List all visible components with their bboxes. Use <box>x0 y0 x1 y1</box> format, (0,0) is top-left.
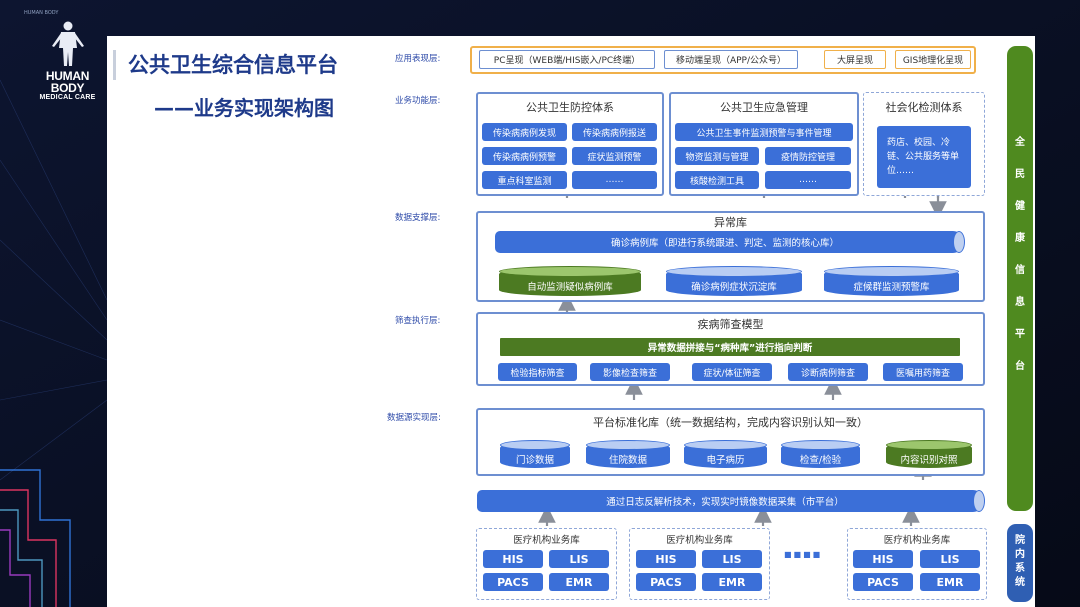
prevention-item-5: 重点科室监测 <box>482 171 567 189</box>
national-char-6: 息 <box>1015 297 1025 308</box>
source-db-4-label: 检查/检验 <box>799 455 842 466</box>
hospital-ellipsis-dots: ■■■■ <box>784 550 823 559</box>
title-decoration <box>113 50 116 80</box>
confirmed-db-cap <box>953 231 965 253</box>
emergency-item-1: 物资监测与管理 <box>675 147 759 165</box>
prevention-item-1: 传染病病例发现 <box>482 123 567 141</box>
screening-item-3: 症状/体征筛查 <box>692 363 772 381</box>
national-char-3: 健 <box>1015 201 1025 212</box>
national-char-4: 康 <box>1015 233 1025 244</box>
hospital-3-lis: LIS <box>920 550 980 568</box>
social-item: 药店、校园、冷链、公共服务等单位…… <box>877 126 971 188</box>
source-db-5-top <box>886 440 972 450</box>
confirmed-db-cylinder <box>495 231 964 253</box>
hospital-char-2: 内 <box>1015 549 1025 560</box>
national-health-platform-bar: 全 民 健 康 信 息 平 台 <box>1007 46 1033 511</box>
screening-item-5: 医嘱用药筛查 <box>883 363 963 381</box>
brand-line2: MEDICAL CARE <box>39 94 96 101</box>
hospital-2-his: HIS <box>636 550 696 568</box>
brand-logo: HUMAN BODY HUMAN BODY MEDICAL CARE <box>24 10 105 102</box>
source-db-1-label: 门诊数据 <box>515 455 554 466</box>
screening-green-bar: 异常数据拼接与“病种库”进行指向判断 <box>500 338 960 356</box>
app-bigscreen-chip: 大屏呈现 <box>824 50 886 69</box>
symptom-db-top <box>666 266 802 277</box>
hospital-group-1-label: 医疗机构业务库 <box>513 535 580 546</box>
slide-subtitle: ——业务实现架构图 <box>154 96 334 120</box>
symptom-db-label: 确诊病例症状沉淀库 <box>691 282 777 293</box>
slide-canvas: 公共卫生综合信息平台 ——业务实现架构图 <box>107 36 1035 607</box>
hospital-2-lis: LIS <box>702 550 762 568</box>
prevention-item-4: 症状监测预警 <box>572 147 657 165</box>
prevention-system-title: 公共卫生防控体系 <box>526 101 614 114</box>
source-db-4-top <box>781 440 860 450</box>
auto-db-top <box>499 266 641 277</box>
hospital-1-lis: LIS <box>549 550 609 568</box>
emergency-item-4: …… <box>765 171 851 189</box>
emergency-item-2: 疫情防控管理 <box>765 147 851 165</box>
collect-bar-label: 通过日志反解析技术，实现实时镜像数据采集（市平台） <box>606 497 844 508</box>
layer-label-business: 业务功能层: <box>395 96 441 106</box>
hospital-1-emr: EMR <box>549 573 609 591</box>
layer-label-screening: 筛查执行层: <box>395 316 441 326</box>
social-system-title: 社会化检测体系 <box>885 101 963 114</box>
confirmed-db-label: 确诊病例库（即进行系统跟进、判定、监测的核心库） <box>610 238 839 249</box>
screening-item-4: 诊断病例筛查 <box>788 363 868 381</box>
hospital-1-his: HIS <box>483 550 543 568</box>
layer-label-source: 数据源实现层: <box>387 413 441 423</box>
hospital-3-emr: EMR <box>920 573 980 591</box>
prevention-item-3: 传染病病例预警 <box>482 147 567 165</box>
collect-bar-cap <box>973 490 985 512</box>
hospital-2-emr: EMR <box>702 573 762 591</box>
hospital-char-4: 统 <box>1015 577 1025 588</box>
app-mobile-chip: 移动端呈现（APP/公众号） <box>664 50 798 69</box>
screening-item-2: 影像检查筛查 <box>590 363 670 381</box>
source-db-5-label: 内容识别对照 <box>900 455 958 466</box>
source-db-3-label: 电子病历 <box>706 455 745 466</box>
slide-title: 公共卫生综合信息平台 <box>128 53 338 77</box>
emergency-item-wide: 公共卫生事件监测预警与事件管理 <box>675 123 853 141</box>
syndrome-db-top <box>824 266 959 277</box>
hospital-group-2-label: 医疗机构业务库 <box>666 535 733 546</box>
collect-bar <box>477 490 984 512</box>
source-db-1-top <box>500 440 570 450</box>
national-char-5: 信 <box>1015 265 1025 276</box>
national-char-2: 民 <box>1015 169 1025 180</box>
hospital-group-3-label: 医疗机构业务库 <box>883 535 951 546</box>
hospital-2-pacs: PACS <box>636 573 696 591</box>
screening-item-1: 检验指标筛查 <box>498 363 577 381</box>
source-db-3-top <box>684 440 767 450</box>
syndrome-db-label: 症候群监测预警库 <box>853 282 930 293</box>
layer-label-data-support: 数据支撑层: <box>395 213 441 223</box>
emergency-system-title: 公共卫生应急管理 <box>720 101 808 114</box>
auto-db-label: 自动监测疑似病例库 <box>527 282 613 293</box>
national-char-1: 全 <box>1015 137 1025 148</box>
abnormal-db-title: 异常库 <box>714 216 747 229</box>
hospital-3-his: HIS <box>853 550 913 568</box>
screening-title: 疾病筛查模型 <box>697 318 764 331</box>
hospital-char-3: 系 <box>1015 563 1025 574</box>
national-char-8: 台 <box>1015 361 1025 372</box>
source-db-2-top <box>586 440 670 450</box>
brand-line1: HUMAN BODY <box>45 69 90 95</box>
app-gis-chip: GIS地理化呈现 <box>895 50 971 69</box>
source-db-2-label: 住院数据 <box>608 455 647 466</box>
app-pc-chip: PC呈现（WEB端/HIS嵌入/PC终端） <box>479 50 655 69</box>
prevention-item-2: 传染病病例报送 <box>572 123 657 141</box>
layer-label-app: 应用表现层: <box>395 54 441 64</box>
standardization-title: 平台标准化库（统一数据结构，完成内容识别认知一致） <box>593 416 868 429</box>
hospital-3-pacs: PACS <box>853 573 913 591</box>
prevention-item-6: …… <box>572 171 657 189</box>
emergency-item-3: 核酸检测工具 <box>675 171 759 189</box>
brand-small-text: HUMAN BODY <box>24 10 59 16</box>
hospital-system-bar: 院 内 系 统 <box>1007 524 1033 602</box>
hospital-1-pacs: PACS <box>483 573 543 591</box>
hospital-char-1: 院 <box>1015 535 1025 546</box>
national-char-7: 平 <box>1015 329 1025 340</box>
human-figure-icon <box>51 21 84 66</box>
